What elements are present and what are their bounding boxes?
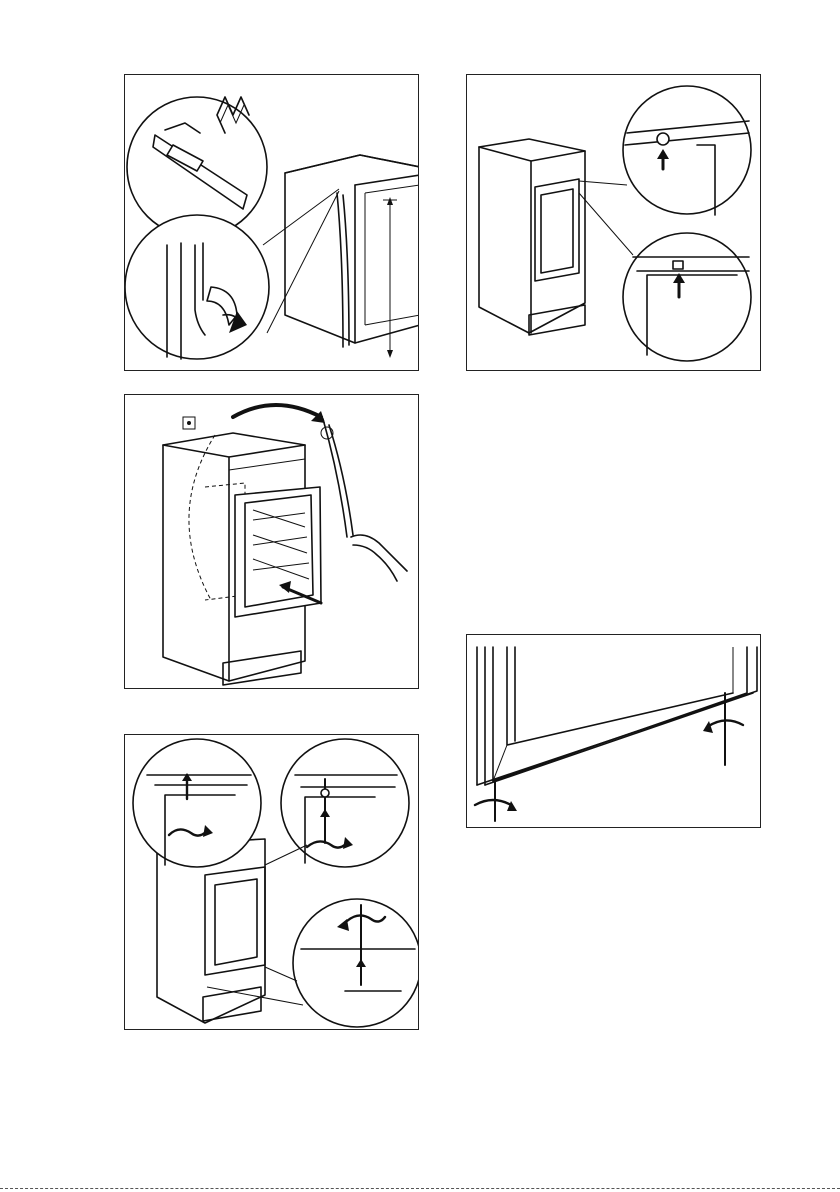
cabinet-body <box>157 839 265 1023</box>
hand-pulling-strap <box>321 419 407 581</box>
page-bottom-rule <box>0 1188 840 1189</box>
curved-arrow-icon <box>233 405 325 423</box>
door-frame <box>477 647 757 785</box>
magnifier-peel-seal <box>125 215 269 359</box>
screw-left <box>475 781 517 821</box>
figure-bracket-alignment <box>466 74 761 371</box>
magnifier-bottom-right <box>293 899 419 1027</box>
tall-cabinet <box>479 139 585 335</box>
figure-screw-fastening <box>124 734 419 1030</box>
figure-door-seal-trim <box>124 74 419 371</box>
cabinet-outline <box>285 155 419 347</box>
magnifier-top <box>623 86 751 215</box>
magnifier-bottom <box>623 233 751 361</box>
magnifier-top-left <box>133 739 261 867</box>
figure-door-bottom-screws <box>466 634 761 828</box>
power-socket-icon <box>183 417 195 429</box>
figure-cabinet-insertion <box>124 394 419 689</box>
